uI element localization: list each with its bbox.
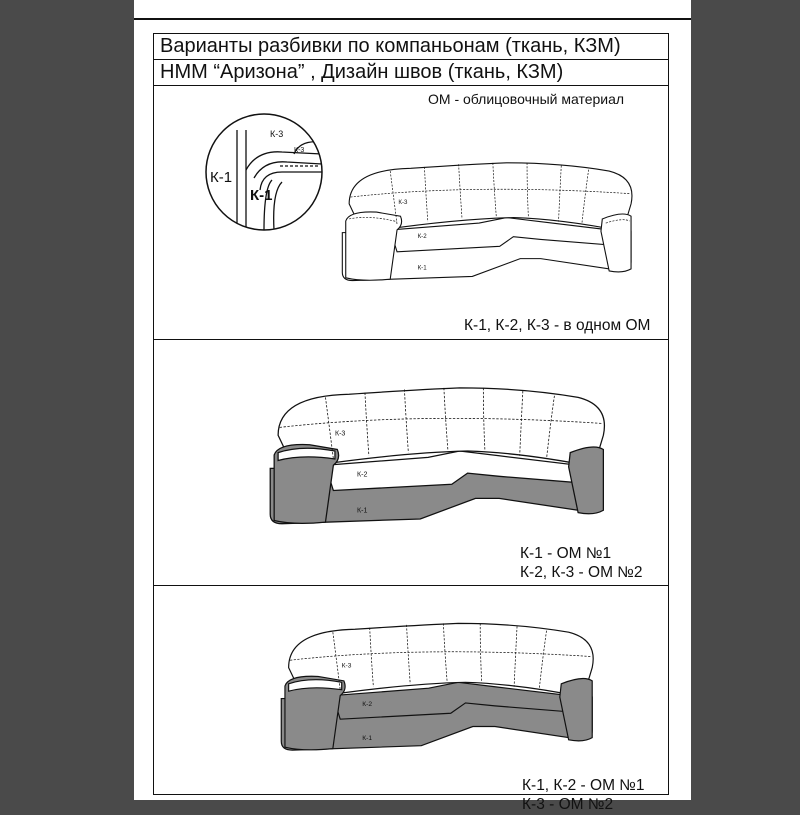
detail-label-k3-small: К-3 <box>294 147 304 154</box>
detail-label-k1-outer: К-1 <box>210 169 232 186</box>
panel-variant-3: К-3 К-2 К-1 К-1, К-2 - ОМ №1 К-3 - ОМ №2 <box>154 586 668 813</box>
panel-variant-1: ОМ - облицовочный материал К-3 К-3 К-1 К… <box>154 86 668 340</box>
legend-variant-3-line-1: К-1, К-2 - ОМ №1 <box>522 777 645 794</box>
header-line-2: НММ “Аризона” , Дизайн швов (ткань, КЗМ) <box>154 60 668 86</box>
sofa3-label-k2: К-2 <box>362 701 372 708</box>
sofa-illustration-variant-2: К-3 К-2 К-1 <box>269 387 605 525</box>
sofa3-label-k3: К-3 <box>342 663 352 670</box>
sofa2-label-k1: К-1 <box>357 507 367 515</box>
detail-label-k1-inner: К-1 <box>250 187 273 204</box>
legend-variant-3-line-2: К-3 - ОМ №2 <box>522 796 614 813</box>
sofa3-label-k1: К-1 <box>362 735 372 742</box>
sofa2-label-k3: К-3 <box>335 429 345 437</box>
legend-variant-2-line-2: К-2, К-3 - ОМ №2 <box>520 564 643 581</box>
header-line-1: Варианты разбивки по компаньонам (ткань,… <box>154 34 668 60</box>
sofa1-label-k2: К-2 <box>418 233 428 240</box>
material-note: ОМ - облицовочный материал <box>428 91 625 107</box>
sofa-illustration-variant-1: К-3 К-2 К-1 <box>341 162 633 282</box>
spec-frame: Варианты разбивки по компаньонам (ткань,… <box>153 33 669 813</box>
sofa-illustration-variant-3: К-3 К-2 К-1 <box>280 622 594 751</box>
top-rule <box>134 18 691 20</box>
armrest-detail-illustration: К-3 К-3 К-1 К-1 <box>205 113 323 231</box>
sofa2-label-k2: К-2 <box>357 470 367 478</box>
detail-label-k3: К-3 <box>270 129 283 139</box>
legend-variant-1: К-1, К-2, К-3 - в одном ОМ <box>464 317 651 334</box>
legend-variant-2-line-1: К-1 - ОМ №1 <box>520 545 612 562</box>
panel-variant-2: К-3 К-2 К-1 К-1 - ОМ №1 К-2, К-3 - ОМ №2 <box>154 340 668 586</box>
sofa1-label-k1: К-1 <box>418 265 428 272</box>
sofa1-label-k3: К-3 <box>398 199 408 206</box>
